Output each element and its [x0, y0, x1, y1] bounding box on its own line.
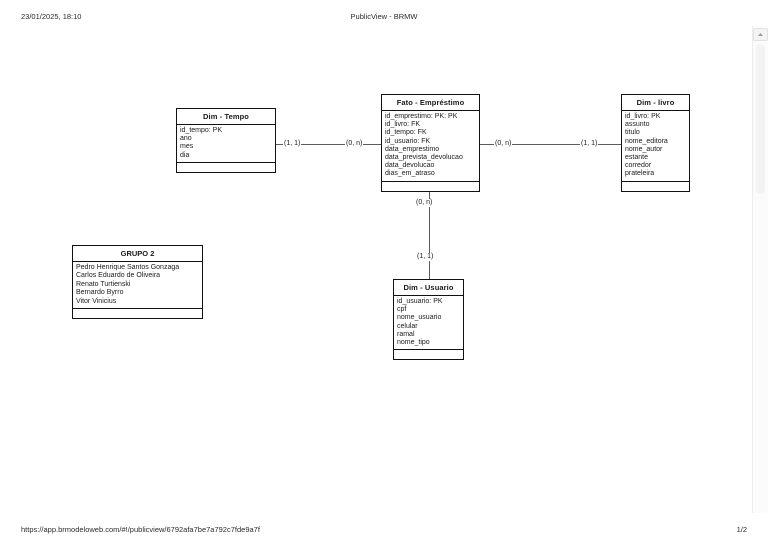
- entity-fato-emprestimo[interactable]: Fato - Empréstimo id_emprestimo: PK: PK …: [381, 94, 480, 192]
- source-url: https://app.brmodeloweb.com/#!/publicvie…: [21, 525, 260, 534]
- legend-member: Vitor Vinicius: [76, 297, 117, 305]
- entity-dim-usuario[interactable]: Dim - Usuario id_usuario: PK cpf nome_us…: [393, 279, 464, 361]
- relationship-line-tempo-fato: [276, 144, 381, 145]
- entity-attribute: nome_usuario: [397, 314, 442, 322]
- cardinality-fato-bottom-side: (0, n): [415, 199, 434, 207]
- entity-attribute: data_devolucao: [385, 162, 435, 170]
- print-footer: https://app.brmodeloweb.com/#!/publicvie…: [0, 515, 768, 543]
- entity-title: Dim - Usuario: [394, 280, 463, 296]
- entity-attribute: id_usuario: FK: [385, 137, 431, 145]
- entity-attribute: dia: [180, 151, 190, 159]
- relationship-line-fato-livro: [480, 144, 621, 145]
- entity-attribute-list: id_tempo: PK ano mes dia: [177, 125, 275, 163]
- legend-group-box[interactable]: GRUPO 2 Pedro Henrique Santos Gonzaga Ca…: [72, 245, 203, 320]
- entity-attribute: data_prevista_devolucao: [385, 154, 463, 162]
- diagram-canvas[interactable]: (1, 1) (0, n) (0, n) (1, 1) (0, n) (1, 1…: [0, 26, 733, 513]
- entity-footer-section: [622, 182, 689, 191]
- legend-member: Bernardo Byrro: [76, 289, 124, 297]
- entity-attribute: corredor: [625, 162, 652, 170]
- entity-footer-section: [394, 350, 463, 359]
- entity-footer-section: [382, 182, 479, 191]
- entity-attribute: id_emprestimo: PK: PK: [385, 113, 458, 120]
- entity-attribute: nome_autor: [625, 145, 663, 153]
- entity-attribute-list: id_livro: PK assunto titulo nome_editora…: [622, 111, 689, 182]
- entity-attribute: id_livro: FK: [385, 121, 421, 129]
- relationship-line-fato-usuario: [429, 186, 430, 279]
- entity-title: Fato - Empréstimo: [382, 95, 479, 111]
- cardinality-fato-right-side: (0, n): [494, 140, 513, 148]
- legend-member-list: Pedro Henrique Santos Gonzaga Carlos Edu…: [73, 262, 202, 310]
- scrollbar-thumb[interactable]: [756, 44, 765, 194]
- entity-attribute: nome_editora: [625, 137, 668, 145]
- entity-title: Dim - livro: [622, 95, 689, 111]
- entity-attribute: ano: [180, 135, 192, 143]
- legend-footer-section: [73, 309, 202, 318]
- cardinality-livro-side: (1, 1): [580, 140, 599, 148]
- print-title: PublicView - BRMW: [350, 12, 418, 21]
- cardinality-tempo-side: (1, 1): [283, 140, 302, 148]
- chevron-up-icon: [757, 32, 764, 37]
- cardinality-usuario-side: (1, 1): [416, 253, 435, 261]
- entity-dim-livro[interactable]: Dim - livro id_livro: PK assunto titulo …: [621, 94, 690, 192]
- print-header: 23/01/2025, 18:10 PublicView - BRMW: [0, 0, 768, 26]
- entity-attribute: id_tempo: PK: [180, 127, 223, 134]
- entity-attribute: estante: [625, 154, 648, 162]
- entity-attribute: ramal: [397, 330, 415, 338]
- entity-attribute: cpf: [397, 306, 407, 314]
- vertical-scrollbar[interactable]: [752, 26, 768, 513]
- entity-title: Dim - Tempo: [177, 109, 275, 125]
- page-number: 1/2: [736, 525, 747, 534]
- entity-attribute: celular: [397, 322, 418, 330]
- legend-title: GRUPO 2: [73, 246, 202, 262]
- entity-attribute-list: id_usuario: PK cpf nome_usuario celular …: [394, 296, 463, 351]
- entity-attribute-list: id_emprestimo: PK: PK id_livro: FK id_te…: [382, 111, 479, 182]
- print-date: 23/01/2025, 18:10: [21, 12, 82, 21]
- legend-member: Pedro Henrique Santos Gonzaga: [76, 264, 180, 271]
- entity-dim-tempo[interactable]: Dim - Tempo id_tempo: PK ano mes dia: [176, 108, 276, 173]
- entity-attribute: dias_em_atraso: [385, 170, 435, 178]
- entity-attribute: id_livro: PK: [625, 113, 661, 120]
- legend-member: Carlos Eduardo de Oliveira: [76, 272, 161, 280]
- scroll-up-button[interactable]: [753, 28, 768, 41]
- entity-attribute: nome_tipo: [397, 339, 430, 347]
- entity-attribute: titulo: [625, 129, 640, 137]
- entity-attribute: assunto: [625, 121, 650, 129]
- entity-attribute: id_usuario: PK: [397, 298, 443, 305]
- entity-footer-section: [177, 163, 275, 172]
- entity-attribute: prateleira: [625, 170, 655, 178]
- entity-attribute: mes: [180, 143, 194, 151]
- entity-attribute: data_emprestimo: [385, 145, 440, 153]
- cardinality-fato-left-side: (0, n): [345, 140, 364, 148]
- legend-member: Renato Turtienski: [76, 280, 131, 288]
- entity-attribute: id_tempo: FK: [385, 129, 427, 137]
